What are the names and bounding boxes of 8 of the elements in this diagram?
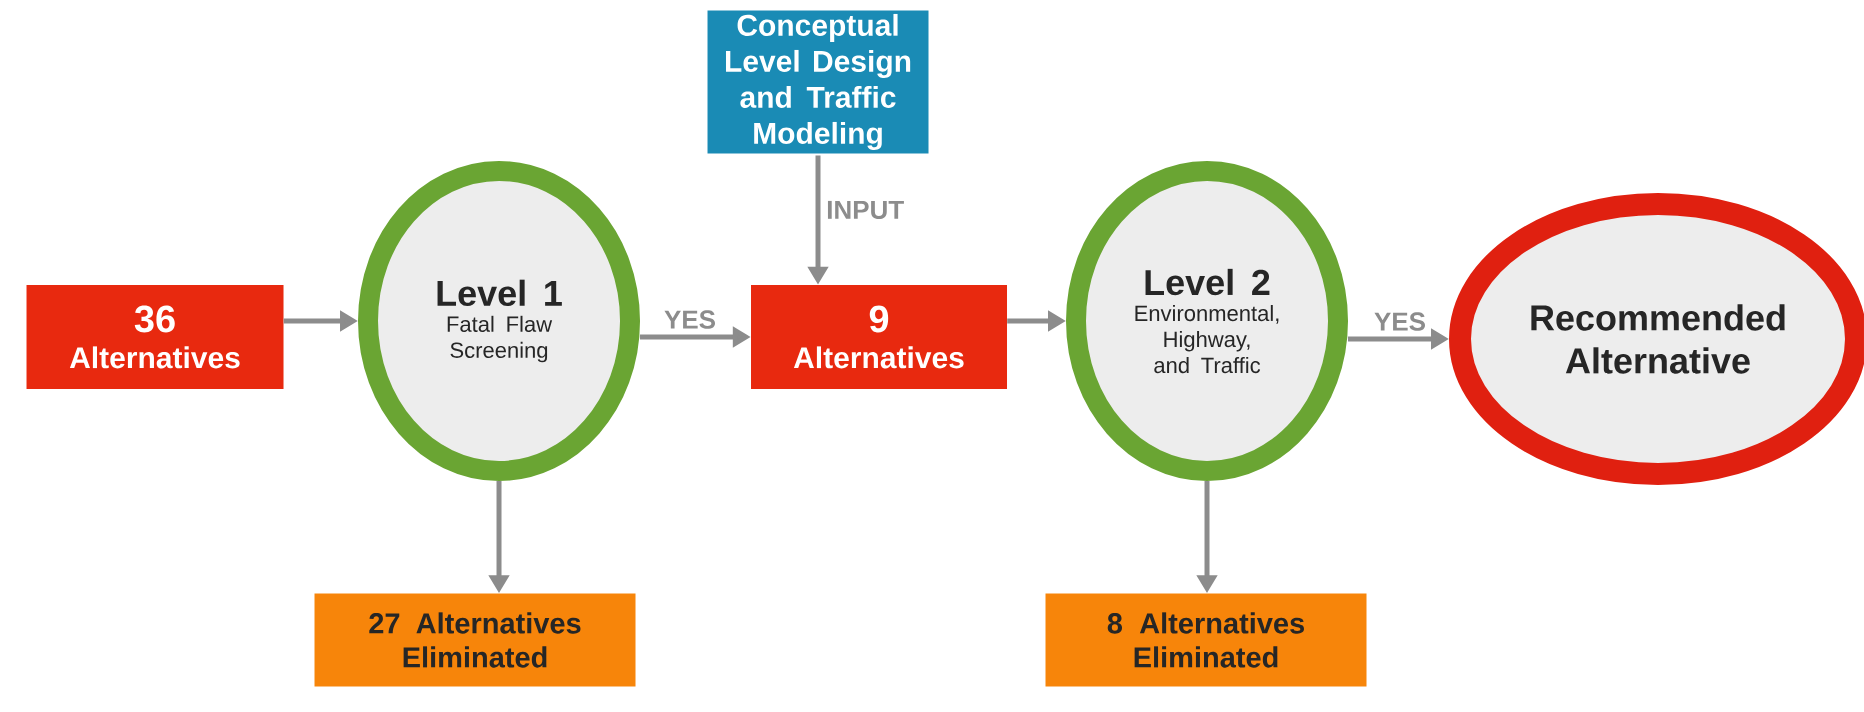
input-box: Conceptual Level Design and Traffic Modeling <box>705 8 931 156</box>
alternatives-box: 36 Alternatives <box>26 285 284 389</box>
alternatives-box: 9 Alternatives <box>751 285 1007 389</box>
eliminated-box: 8 Alternatives Eliminated <box>1045 593 1367 687</box>
edge-label: YES <box>664 310 715 329</box>
edge-label: YES <box>1374 312 1425 331</box>
edge-label: INPUT <box>827 200 904 220</box>
eliminated-box: 27 Alternatives Eliminated <box>314 593 636 687</box>
